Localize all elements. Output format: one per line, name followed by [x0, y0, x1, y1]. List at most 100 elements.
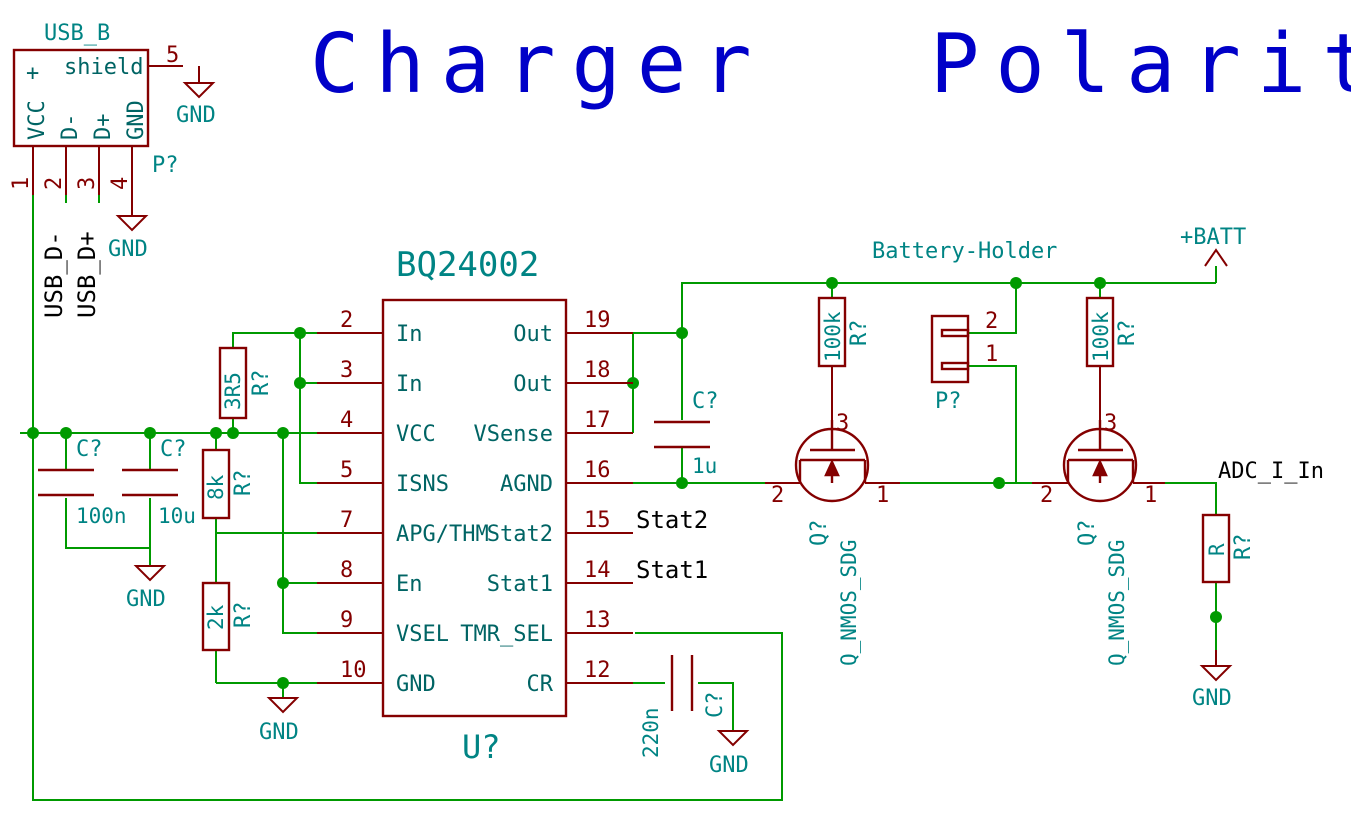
net-usb-dp: USB_D+: [73, 231, 101, 318]
ic-pins: 2In3In4VCC5ISNS7APG/THM8En9VSEL10GND19Ou…: [317, 308, 633, 697]
battery-holder: 2 1 P? Battery-Holder: [872, 239, 1057, 414]
svg-text:10u: 10u: [158, 504, 196, 528]
cap-100n: C? 100n: [38, 437, 127, 528]
ic-left-pin-name: VCC: [396, 422, 436, 447]
net-stat2: Stat2: [636, 506, 708, 534]
cap-1u: C? 1u: [654, 389, 719, 478]
svg-text:3: 3: [836, 411, 849, 436]
usb-plus: +: [26, 61, 39, 86]
usb-num-3: 3: [75, 177, 100, 190]
svg-text:P?: P?: [935, 389, 962, 414]
mosfet-q1: 3 2 1 Q? Q_NMOS_SDG: [765, 411, 900, 666]
svg-text:R: R: [1205, 543, 1229, 556]
ic-left-pin-number: 3: [340, 358, 353, 383]
svg-text:8k: 8k: [204, 474, 228, 500]
svg-text:Q?: Q?: [807, 520, 832, 547]
svg-text:1: 1: [876, 483, 889, 508]
ic-left-pin-number: 2: [340, 308, 353, 333]
svg-text:R?: R?: [1115, 320, 1140, 347]
usb-pin-dm: D-: [58, 114, 83, 141]
ic-right-pin-number: 14: [584, 558, 611, 583]
ic-right-pin-name: VSense: [474, 422, 553, 447]
svg-text:220n: 220n: [639, 707, 663, 758]
resistor-8k: 8k R?: [201, 448, 256, 520]
svg-text:3: 3: [1104, 411, 1117, 436]
svg-text:R?: R?: [847, 320, 872, 347]
svg-text:1: 1: [985, 342, 998, 367]
usb-num-1: 1: [9, 177, 34, 190]
usb-shield-pin: 5: [166, 43, 179, 68]
svg-text:2: 2: [771, 483, 784, 508]
usb-pin-vcc: VCC: [25, 100, 50, 140]
ic-right-pin-number: 18: [584, 358, 611, 383]
ic-right-pin-number: 12: [584, 658, 611, 683]
svg-text:Q_NMOS_SDG: Q_NMOS_SDG: [1105, 540, 1129, 666]
cap-10u: C? 10u: [122, 437, 196, 528]
ic-left-pin-number: 10: [340, 658, 367, 683]
svg-text:2k: 2k: [204, 604, 228, 630]
svg-text:GND: GND: [176, 103, 216, 128]
ic-right-pin-name: Out: [513, 372, 553, 397]
ic-left-pin-name: APG/THM: [396, 522, 489, 547]
usb-num-4: 4: [108, 177, 133, 190]
ic-right-pin-name: Stat2: [487, 522, 553, 547]
resistor-100k-a: 100k R?: [817, 296, 872, 420]
ic-right-pin-name: TMR_SEL: [460, 622, 553, 647]
ic-left-pin-name: In: [396, 322, 423, 347]
batt-power-symbol: +BATT: [1180, 225, 1246, 267]
svg-text:C?: C?: [703, 692, 728, 719]
svg-text:Q_NMOS_SDG: Q_NMOS_SDG: [837, 540, 861, 666]
svg-text:Q?: Q?: [1075, 520, 1100, 547]
svg-text:R?: R?: [249, 370, 274, 397]
usb-name: USB_B: [44, 21, 110, 46]
ic-ref: U?: [462, 728, 501, 766]
svg-text:100n: 100n: [76, 504, 127, 528]
ic-right-pin-number: 19: [584, 308, 611, 333]
usb-connector: USB_B shield 5 + VCC D- D+ GND 1 2 3 4 P…: [9, 21, 183, 200]
ic-left-pin-name: ISNS: [396, 472, 449, 497]
resistor-100k-b: 100k R?: [1085, 296, 1140, 420]
svg-text:3R5: 3R5: [221, 372, 245, 410]
ic-left-pin-name: GND: [396, 672, 436, 697]
svg-text:2: 2: [1040, 483, 1053, 508]
svg-text:R?: R?: [231, 470, 256, 497]
title-polarity: Polarity: [930, 17, 1351, 112]
svg-text:GND: GND: [108, 237, 148, 262]
resistor-2k: 2k R?: [201, 581, 256, 652]
ic-right-pin-number: 13: [584, 608, 611, 633]
svg-text:GND: GND: [1192, 686, 1232, 711]
svg-text:C?: C?: [76, 437, 103, 462]
ic-right-pin-name: Stat1: [487, 572, 553, 597]
ic-left-pin-number: 8: [340, 558, 353, 583]
svg-text:R?: R?: [1231, 534, 1256, 561]
usb-pin-dp: D+: [91, 114, 116, 141]
mosfet-q2: 3 2 1 Q? Q_NMOS_SDG: [1032, 411, 1165, 666]
gnd-symbols: GND GND GND GND GND GND: [108, 66, 1233, 778]
svg-text:R?: R?: [231, 602, 256, 629]
usb-pin-gnd: GND: [124, 100, 149, 140]
wires: [20, 195, 1217, 801]
svg-text:C?: C?: [692, 389, 719, 414]
ic-left-pin-name: En: [396, 572, 423, 597]
svg-text:1u: 1u: [692, 454, 717, 478]
net-adc: ADC_I_In: [1218, 459, 1324, 484]
battery-name: Battery-Holder: [872, 239, 1057, 264]
usb-ref: P?: [152, 153, 179, 178]
ic-left-pin-name: In: [396, 372, 423, 397]
ic-left-pin-number: 7: [340, 508, 353, 533]
net-usb-dm: USB_D-: [40, 231, 68, 318]
ic-right-pin-name: CR: [527, 672, 554, 697]
ic-left-pin-name: VSEL: [396, 622, 449, 647]
svg-text:100k: 100k: [1089, 311, 1113, 362]
ic-right-pin-number: 15: [584, 508, 611, 533]
svg-text:C?: C?: [160, 437, 187, 462]
ic-left-pin-number: 5: [340, 458, 353, 483]
usb-shield-label: shield: [64, 55, 143, 80]
junction-dots: [27, 277, 1222, 689]
svg-text:GND: GND: [709, 753, 749, 778]
title-charger: Charger: [310, 17, 768, 112]
svg-text:GND: GND: [126, 587, 166, 612]
batt-label: +BATT: [1180, 225, 1246, 250]
cap-220n: 220n C?: [639, 655, 728, 758]
ic-right-pin-name: Out: [513, 322, 553, 347]
